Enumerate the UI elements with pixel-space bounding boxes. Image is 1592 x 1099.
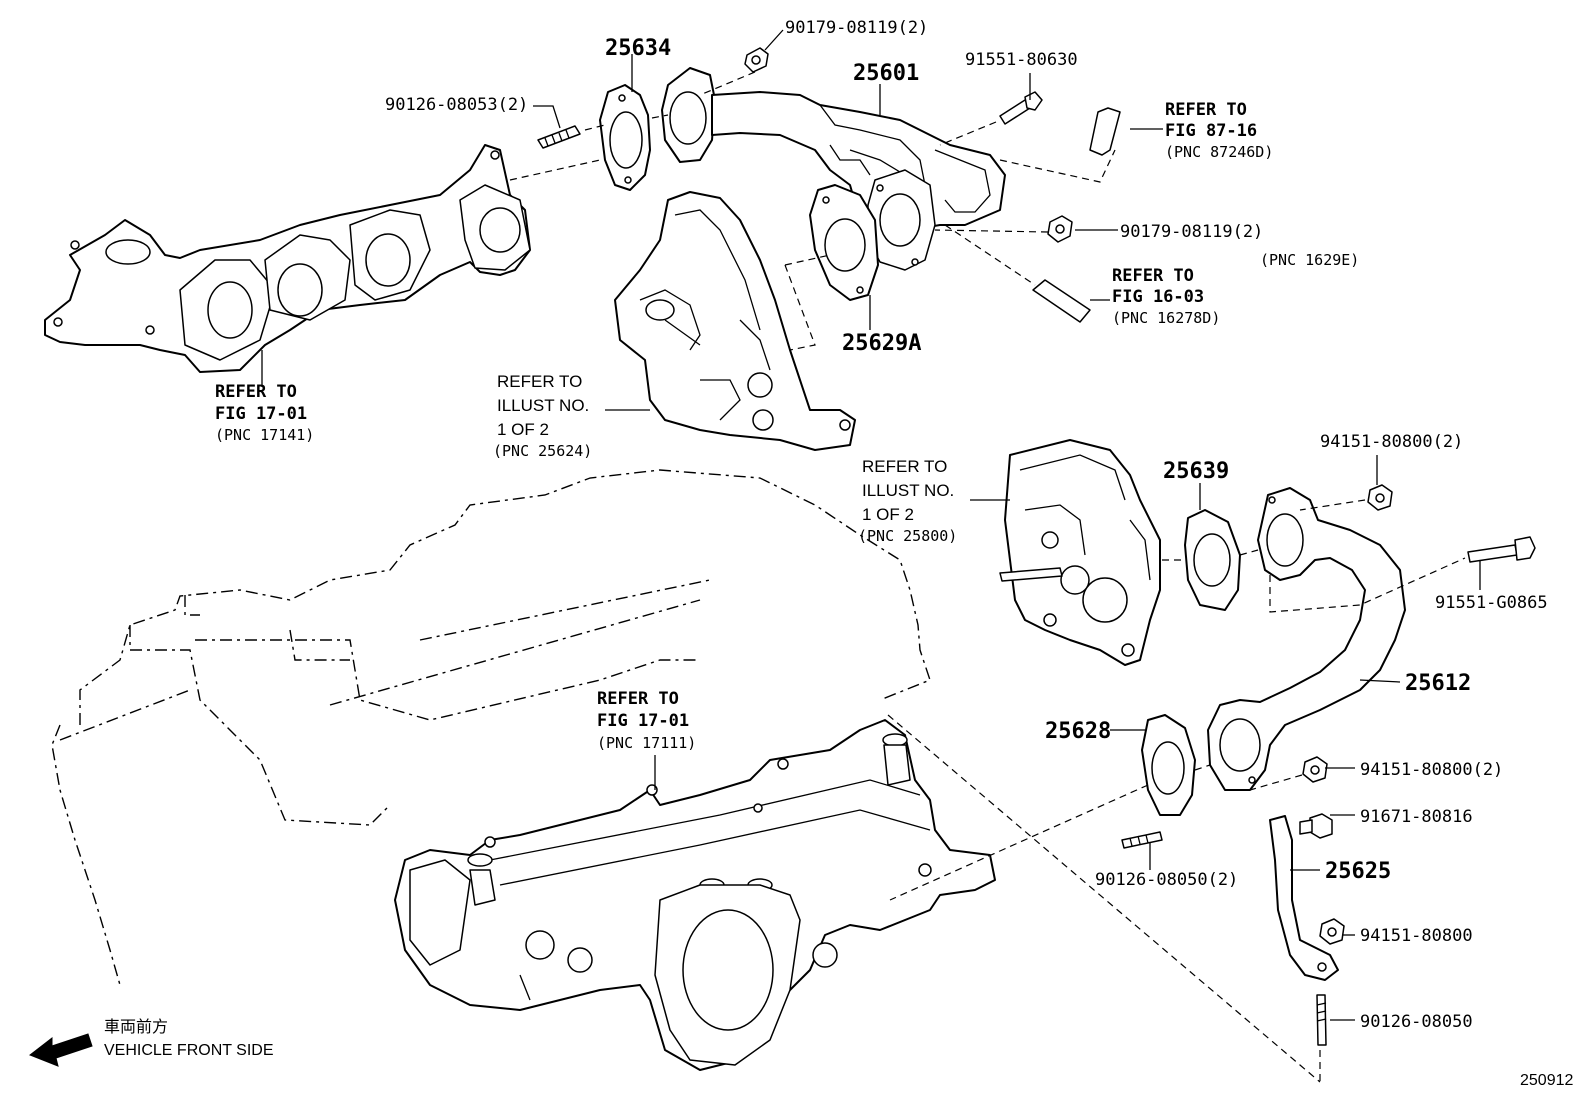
ref-fig-17-01b-line2: FIG 17-01: [597, 711, 689, 731]
ref-pnc-1629e: (PNC 1629E): [1260, 251, 1359, 269]
label-25639: 25639: [1163, 459, 1229, 484]
ref-illust-25800-pnc: (PNC 25800): [858, 527, 957, 545]
bolt-91671-80816: [1299, 813, 1333, 839]
vehicle-front-jp: 車両前方: [104, 1017, 168, 1036]
egr-cooler-25601: [661, 67, 1006, 271]
leader-lines: [261, 29, 1481, 1021]
ref-fig-87-16-pnc: (PNC 87246D): [1165, 143, 1273, 161]
gasket-25628: [1141, 714, 1196, 816]
label-91551-80630: 91551-80630: [965, 50, 1078, 70]
ref-fig-16-03-line2: FIG 16-03: [1112, 287, 1204, 307]
ref-illust-25800-line3: 1 OF 2: [862, 505, 914, 524]
stud-90126-08050: [1316, 994, 1327, 1046]
label-91671-80816: 91671-80816: [1360, 807, 1473, 827]
nut-90179-08119-top: [744, 47, 769, 73]
label-90126-08050-pair: 90126-08050(2): [1095, 870, 1238, 890]
ref-fig-17-01a-line1: REFER TO: [215, 382, 297, 402]
ref-illust-25800-line1: REFER TO: [862, 457, 947, 476]
egr-pipe-25612: [1207, 487, 1406, 791]
hose-fig-87-16: [1089, 107, 1121, 156]
ref-illust-25800-line2: ILLUST NO.: [862, 481, 954, 500]
part-labels: 25634 90179-08119(2) 25601 91551-80630 9…: [215, 18, 1573, 1089]
gasket-25629A: [809, 184, 879, 301]
egr-valve-25800: [999, 439, 1161, 666]
label-25634: 25634: [605, 36, 671, 61]
gasket-25639: [1184, 509, 1241, 611]
arrow-left-icon: [28, 1033, 93, 1067]
gasket-25634: [599, 84, 651, 191]
egr-housing-25624: [614, 191, 856, 451]
ref-fig-17-01a-line2: FIG 17-01: [215, 404, 307, 424]
plug-fig-16-03: [1032, 279, 1091, 323]
vehicle-front-indicator: 車両前方 VEHICLE FRONT SIDE: [28, 1017, 274, 1067]
label-94151-80800-top: 94151-80800(2): [1320, 432, 1463, 452]
ref-illust-25624-line2: ILLUST NO.: [497, 396, 589, 415]
label-25625: 25625: [1325, 859, 1391, 884]
ref-fig-17-01b-line1: REFER TO: [597, 689, 679, 709]
label-94151-80800-mid: 94151-80800(2): [1360, 760, 1503, 780]
label-25629A: 25629A: [842, 331, 921, 356]
ref-illust-25624-line1: REFER TO: [497, 372, 582, 391]
label-90179-08119-mid: 90179-08119(2): [1120, 222, 1263, 242]
intake-manifold: [394, 719, 996, 1071]
label-94151-80800-single: 94151-80800: [1360, 926, 1473, 946]
exhaust-manifold: [44, 144, 531, 373]
label-90179-08119-top: 90179-08119(2): [785, 18, 928, 38]
ref-illust-25624-line3: 1 OF 2: [497, 420, 549, 439]
label-25628: 25628: [1045, 719, 1111, 744]
bracket-25625: [1269, 815, 1339, 981]
ref-fig-16-03-line1: REFER TO: [1112, 266, 1194, 286]
label-90126-08050: 90126-08050: [1360, 1012, 1473, 1032]
ref-fig-16-03-pnc: (PNC 16278D): [1112, 309, 1220, 327]
ref-fig-87-16-line2: FIG 87-16: [1165, 121, 1257, 141]
illustration-number: 250912: [1520, 1072, 1573, 1089]
nut-94151-80800-single: [1319, 918, 1345, 945]
ref-fig-17-01b-pnc: (PNC 17111): [597, 734, 696, 752]
engine-block-outline: [51, 469, 931, 986]
ref-fig-87-16-line1: REFER TO: [1165, 100, 1247, 120]
label-25612: 25612: [1405, 671, 1471, 696]
label-25601: 25601: [853, 61, 919, 86]
bolt-91551-G0865: [1467, 536, 1536, 563]
stud-90126-08053: [537, 125, 581, 149]
nut-94151-80800-top: [1367, 484, 1393, 511]
alignment-lines: [509, 71, 1466, 1083]
bolt-91551-80630: [999, 91, 1043, 125]
stud-90126-08050-pair: [1121, 831, 1163, 849]
ref-fig-17-01a-pnc: (PNC 17141): [215, 426, 314, 444]
label-91551-G0865: 91551-G0865: [1435, 593, 1548, 613]
ref-illust-25624-pnc: (PNC 25624): [493, 442, 592, 460]
nut-94151-80800-mid: [1302, 756, 1328, 783]
label-90126-08053: 90126-08053(2): [385, 95, 528, 115]
vehicle-front-en: VEHICLE FRONT SIDE: [104, 1042, 274, 1059]
nut-90179-08119-mid: [1047, 215, 1073, 243]
